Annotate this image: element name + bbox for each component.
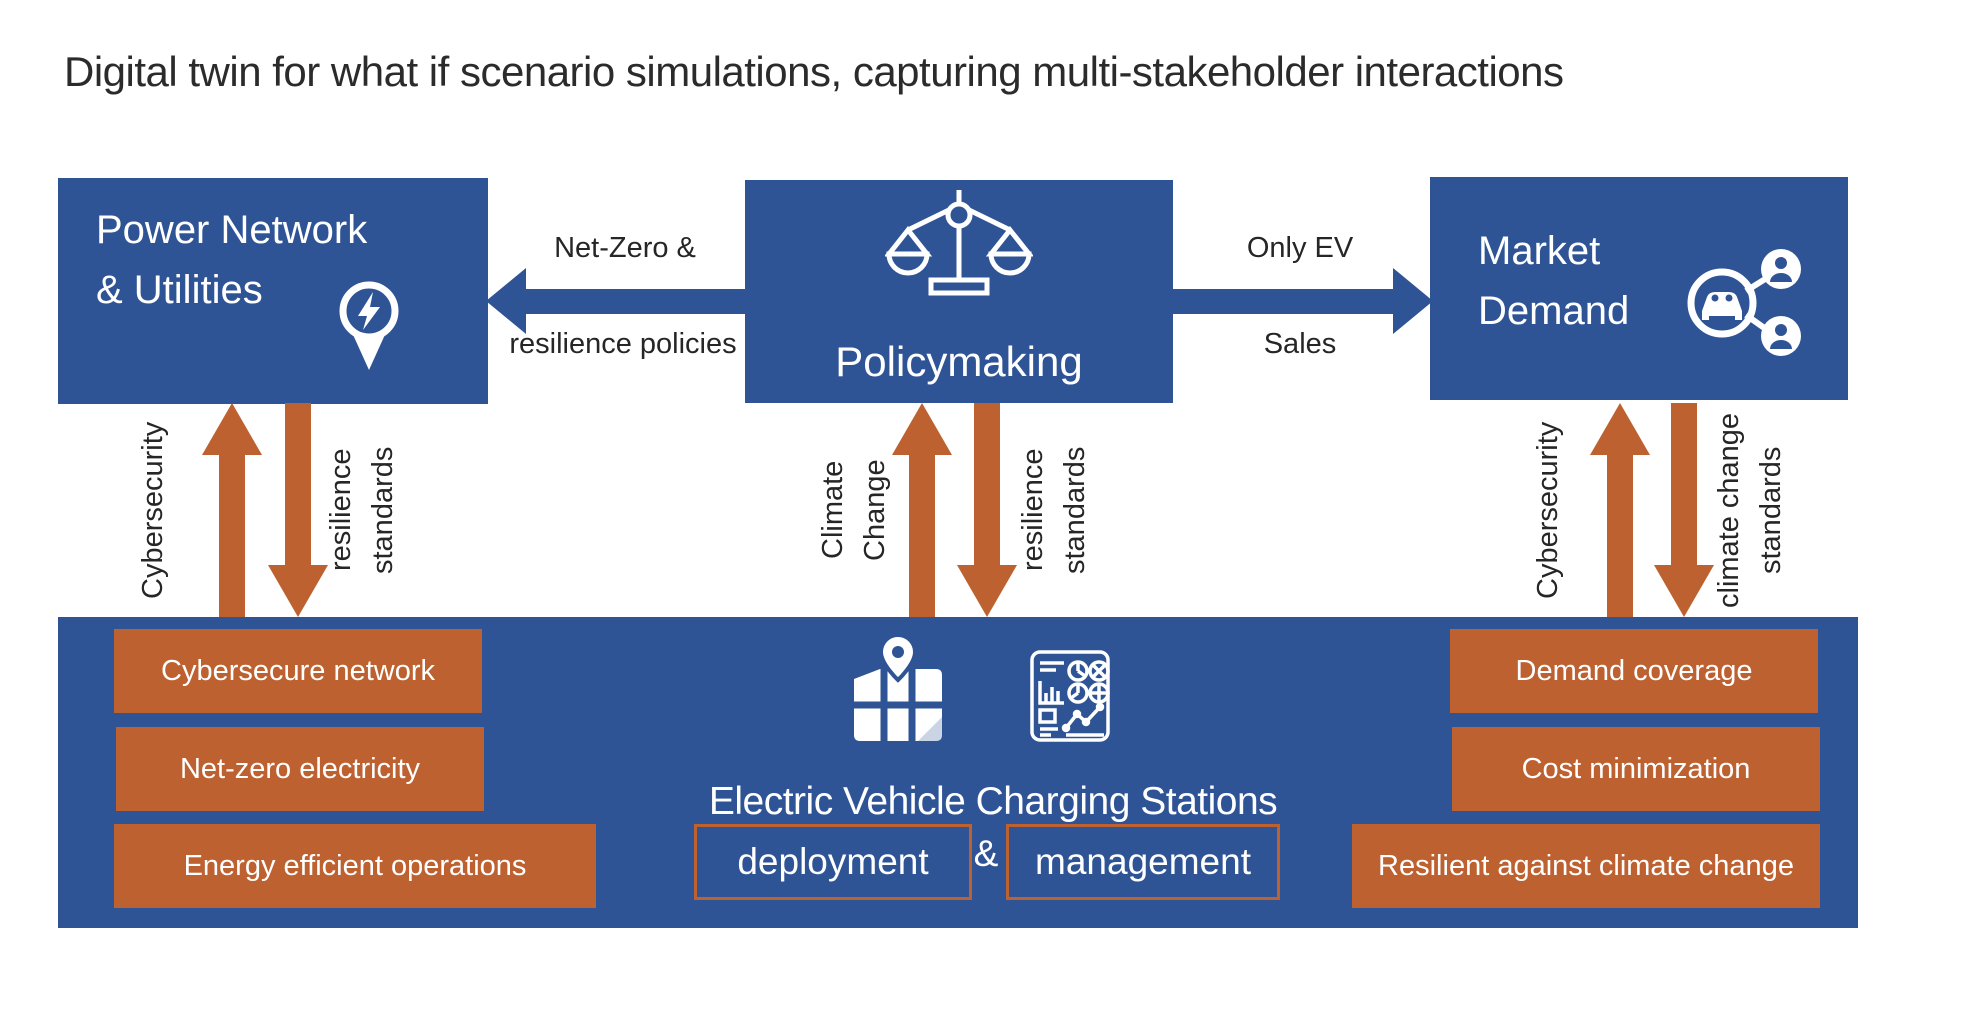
power-network-label: Power Network & Utilities	[96, 208, 368, 312]
deployment-box: deployment	[694, 824, 972, 900]
market-down-arrow-head	[1654, 565, 1714, 617]
policymaking-label: Policymaking	[835, 338, 1083, 385]
market-demand-label: Market Demand	[1478, 229, 1630, 333]
arrow-policy-to-power-shaft	[524, 289, 745, 314]
map-pin-icon	[850, 633, 946, 743]
power-down-arrow	[285, 403, 311, 565]
power-down-arrow-head	[268, 565, 328, 617]
goal-cybersecure-network: Cybersecure network	[114, 629, 482, 713]
balance-scale-icon	[885, 188, 1033, 300]
evcs-platform-box: Cybersecure network Net-zero electricity…	[58, 617, 1858, 928]
management-box: management	[1006, 824, 1280, 900]
power-up-arrow-head	[202, 403, 262, 455]
arrow-policy-to-market	[1393, 268, 1433, 334]
market-up-arrow-head	[1590, 403, 1650, 455]
arrow-policy-to-market-shaft	[1173, 289, 1393, 314]
policy-down-arrow-label: resilience standards	[1017, 446, 1091, 574]
ampersand: &	[973, 833, 999, 874]
goal-cost-minimization: Cost minimization	[1452, 727, 1820, 811]
market-down-arrow-label: climate change standards	[1713, 412, 1787, 608]
power-up-arrow	[219, 455, 245, 617]
market-up-arrow-label: Cybersecurity	[1532, 421, 1564, 599]
car-share-icon	[1686, 245, 1804, 360]
only-ev-sales-label-bottom: Sales	[1263, 328, 1337, 360]
power-network-box: Power Network & Utilities	[58, 178, 488, 404]
policy-up-arrow-head	[892, 403, 952, 455]
analytics-dashboard-icon	[1016, 650, 1122, 742]
goal-resilient-climate-change: Resilient against climate change	[1352, 824, 1820, 908]
net-zero-policies-label-bottom: resilience policies	[509, 328, 737, 360]
market-down-arrow	[1671, 403, 1697, 565]
power-down-arrow-label: resilience standards	[325, 446, 399, 574]
net-zero-policies-label-top: Net-Zero &	[554, 232, 696, 264]
policymaking-box: Policymaking	[745, 180, 1173, 403]
market-up-arrow	[1607, 455, 1633, 617]
market-demand-box: Market Demand	[1430, 177, 1848, 400]
page-title: Digital twin for what if scenario simula…	[64, 48, 1564, 95]
only-ev-sales-label-top: Only EV	[1246, 232, 1354, 264]
goal-energy-efficient-operations: Energy efficient operations	[114, 824, 596, 908]
policy-up-arrow-label: Climate Change	[817, 459, 891, 561]
arrow-policy-to-power	[486, 268, 526, 334]
policy-down-arrow	[974, 403, 1000, 565]
policy-up-arrow	[909, 455, 935, 617]
power-up-arrow-label: Cybersecurity	[137, 421, 169, 599]
evcs-title: Electric Vehicle Charging Stations	[708, 780, 1278, 823]
policy-down-arrow-head	[957, 565, 1017, 617]
goal-demand-coverage: Demand coverage	[1450, 629, 1818, 713]
power-pin-icon	[336, 278, 402, 372]
goal-net-zero-electricity: Net-zero electricity	[116, 727, 484, 811]
